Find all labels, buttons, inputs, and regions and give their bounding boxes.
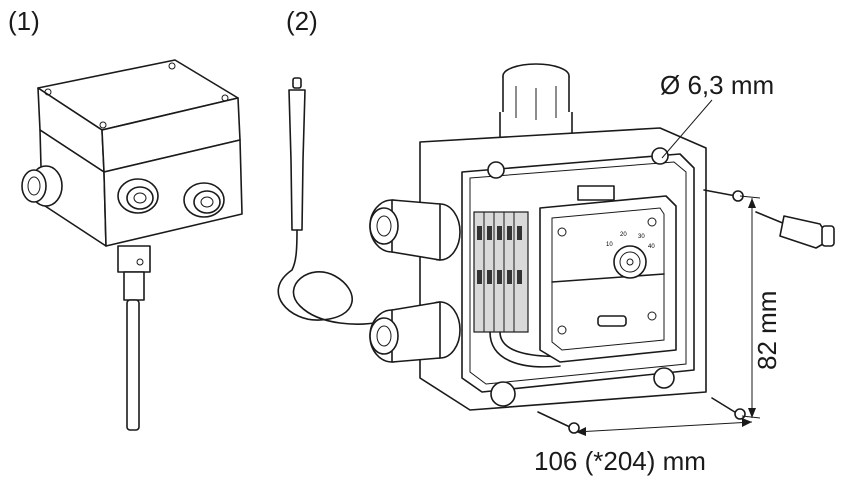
thermostat-module-icon <box>539 185 677 363</box>
svg-text:10: 10 <box>606 242 613 248</box>
svg-text:40: 40 <box>648 244 655 250</box>
screw-top-icon <box>703 189 744 202</box>
capillary-sensor-icon <box>277 77 381 325</box>
brand-plate <box>597 315 627 327</box>
height-dimension-label: 82 mm <box>752 290 782 370</box>
open-housing-view: 10 20 30 40 <box>277 63 835 436</box>
view-2-label: (2) <box>286 6 318 36</box>
cable-gland-front-2-icon <box>183 182 225 218</box>
probe-icon <box>117 245 151 431</box>
cable-gland-left-icon <box>21 165 63 207</box>
screw-bottom-right-icon <box>711 397 746 420</box>
width-dimension-label: 106 (*204) mm <box>534 446 706 476</box>
terminal-block-icon <box>473 211 571 368</box>
closed-housing-view <box>21 59 243 431</box>
diameter-dimension-label: Ø 6,3 mm <box>660 70 775 100</box>
cable-gland-side-upper-icon <box>369 199 461 261</box>
view-1-label: (1) <box>8 6 40 36</box>
svg-text:20: 20 <box>620 232 627 238</box>
setpoint-dial-icon: 10 20 30 40 <box>606 232 655 279</box>
cable-gland-top-icon <box>499 63 573 145</box>
cable-gland-side-lower-icon <box>369 301 461 363</box>
sealing-plug-icon <box>755 211 835 249</box>
dimension-lines <box>575 99 761 436</box>
screw-bottom-left-icon <box>537 411 580 434</box>
svg-text:30: 30 <box>638 234 645 240</box>
cable-gland-front-icon <box>117 178 159 214</box>
